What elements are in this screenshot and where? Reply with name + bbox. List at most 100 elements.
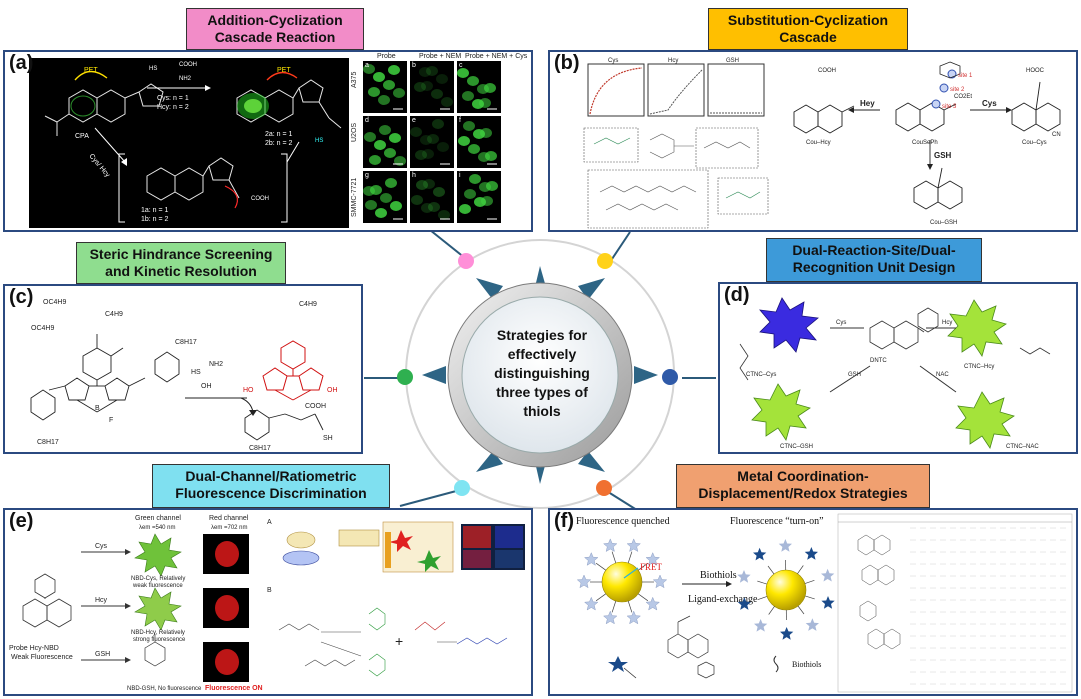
hs-label-c: HS <box>191 369 201 376</box>
title-c: Steric Hindrance Screening and Kinetic R… <box>76 242 286 284</box>
burst-green-1 <box>947 299 1007 357</box>
panel-b-content: Cys Hcy GSH <box>583 58 1061 229</box>
row-head: U2OS <box>351 122 358 142</box>
burst-purple <box>759 297 819 353</box>
title-e: Dual-Channel/Ratiometric Fluorescence Di… <box>152 464 390 508</box>
ctnc-cys-label: CTNC–Cys <box>746 372 776 378</box>
panel-letter-c: (c) <box>9 286 34 308</box>
quenched-ligand <box>626 610 642 625</box>
site-marker-3 <box>931 99 941 109</box>
red-channel-label: Red channel <box>209 515 249 522</box>
pet-arrow-left <box>74 70 108 81</box>
scheme-b-e <box>278 607 508 677</box>
quenched-ligand <box>645 552 661 566</box>
ligand-linker <box>804 595 815 600</box>
sh-label-c: SH <box>323 435 333 442</box>
bodipy-reactant <box>30 334 180 421</box>
probe-sub-label: Weak Fluorescence <box>11 654 73 661</box>
dot-f <box>596 480 612 496</box>
dark-star-legend <box>608 656 628 672</box>
dntc-label: DNTC <box>870 358 887 364</box>
ligand-linker <box>757 580 768 585</box>
quenched-ligands <box>576 538 668 625</box>
micrograph-cell: a <box>363 61 407 113</box>
panel-b-sketches <box>583 127 769 229</box>
graph-title: GSH <box>726 58 739 64</box>
table-structures <box>857 534 901 650</box>
co2et-label: CO2Et <box>954 94 972 100</box>
dot-d <box>662 369 678 385</box>
red-em-label: λem =702 nm <box>211 525 248 531</box>
quenched-label: Fluorescence quenched <box>576 516 670 527</box>
fluor-on-label: Fluorescence ON <box>205 685 263 692</box>
micrograph-cell: g <box>363 171 407 223</box>
green-em-label: λem =540 nm <box>139 525 176 531</box>
nbd-cys-label: NBD-Cys, Relatively <box>131 576 185 582</box>
center-line: Strategies for <box>496 327 588 343</box>
panel-letter-f: (f) <box>554 510 574 532</box>
released-ligand <box>737 570 751 583</box>
sub-a-label: A <box>267 519 272 526</box>
panel-letter-e: (e) <box>9 510 34 532</box>
ligand-exchange-label: Ligand-exchange <box>688 594 758 605</box>
cys-label-b: Cys <box>982 99 997 108</box>
probe-label: Probe Hcy-NBD <box>9 645 59 652</box>
b-label: B <box>95 405 100 412</box>
connector-lines <box>364 229 716 513</box>
cooh-label-a: COOH <box>179 62 197 68</box>
micrograph-cell-label: c <box>459 62 463 69</box>
quenched-ligand <box>602 610 618 625</box>
micrograph-cell-label: f <box>459 117 461 124</box>
ligand-linker <box>627 551 633 564</box>
diag-arrow-a <box>94 127 126 163</box>
cooh-label-int: COOH <box>251 196 269 202</box>
ligand-linker <box>757 596 768 601</box>
panel-letter-b: (b) <box>554 52 580 74</box>
biothiol-squiggle <box>773 655 779 673</box>
title-b: Substitution-Cyclization Cascade <box>708 8 908 50</box>
micrograph-cell: c <box>457 61 501 113</box>
burst-green-e2 <box>134 587 182 631</box>
scheme-a-e <box>282 521 525 573</box>
cou-cys-label: Cou–Cys <box>1022 140 1047 146</box>
ho-label-c: HO <box>243 387 254 394</box>
site-1-label: site 1 <box>958 73 973 79</box>
ligand-linker <box>797 605 805 615</box>
table-rows <box>910 527 1068 685</box>
ligand-linker <box>611 600 617 613</box>
ligand-linker <box>595 593 607 602</box>
int-1a-label: 1a: n = 1 <box>141 207 169 214</box>
int-1b-label: 1b: n = 2 <box>141 216 169 223</box>
released-ligand <box>753 547 767 561</box>
bodipy-product <box>262 340 324 401</box>
biothiols-arrow-label: Biothiols <box>700 570 737 581</box>
released-fluorophores <box>737 539 835 640</box>
site-2-label: site 2 <box>950 87 965 93</box>
quenched-ligand <box>645 596 661 611</box>
gold-nanoparticle-right <box>765 569 807 611</box>
row-head: SMMC-7721 <box>351 177 358 217</box>
oc4h9-label-1: OC4H9 <box>43 299 66 306</box>
c8h17-label-1: C8H17 <box>175 339 197 346</box>
bracket-left <box>118 153 125 223</box>
cou-hcy-label: Cou–Hcy <box>806 140 831 146</box>
ligand-linker <box>611 551 617 564</box>
micrograph-cell: b <box>410 61 454 113</box>
burst-green-e1 <box>134 533 182 577</box>
hcy-label-b: Hey <box>860 99 875 108</box>
dot-a <box>458 253 474 269</box>
probe-structure <box>22 573 72 628</box>
cn-label-b: CN <box>1052 132 1061 138</box>
released-ligand <box>821 596 835 609</box>
col-head: Probe + NEM + Cys <box>465 53 528 60</box>
biothiols-legend-label: Biothiols <box>792 660 822 669</box>
cys-label-e: Cys <box>95 543 108 550</box>
burst-green-3 <box>955 391 1015 449</box>
center-line: effectively <box>507 346 577 362</box>
ligand-linker <box>595 562 607 571</box>
micrograph-cell-label: i <box>459 172 461 179</box>
micrograph-cell-label: h <box>412 172 416 179</box>
cooh-label-b: COOH <box>818 68 836 74</box>
center-line: three types of <box>496 384 588 400</box>
nh2-label: NH2 <box>179 76 192 82</box>
